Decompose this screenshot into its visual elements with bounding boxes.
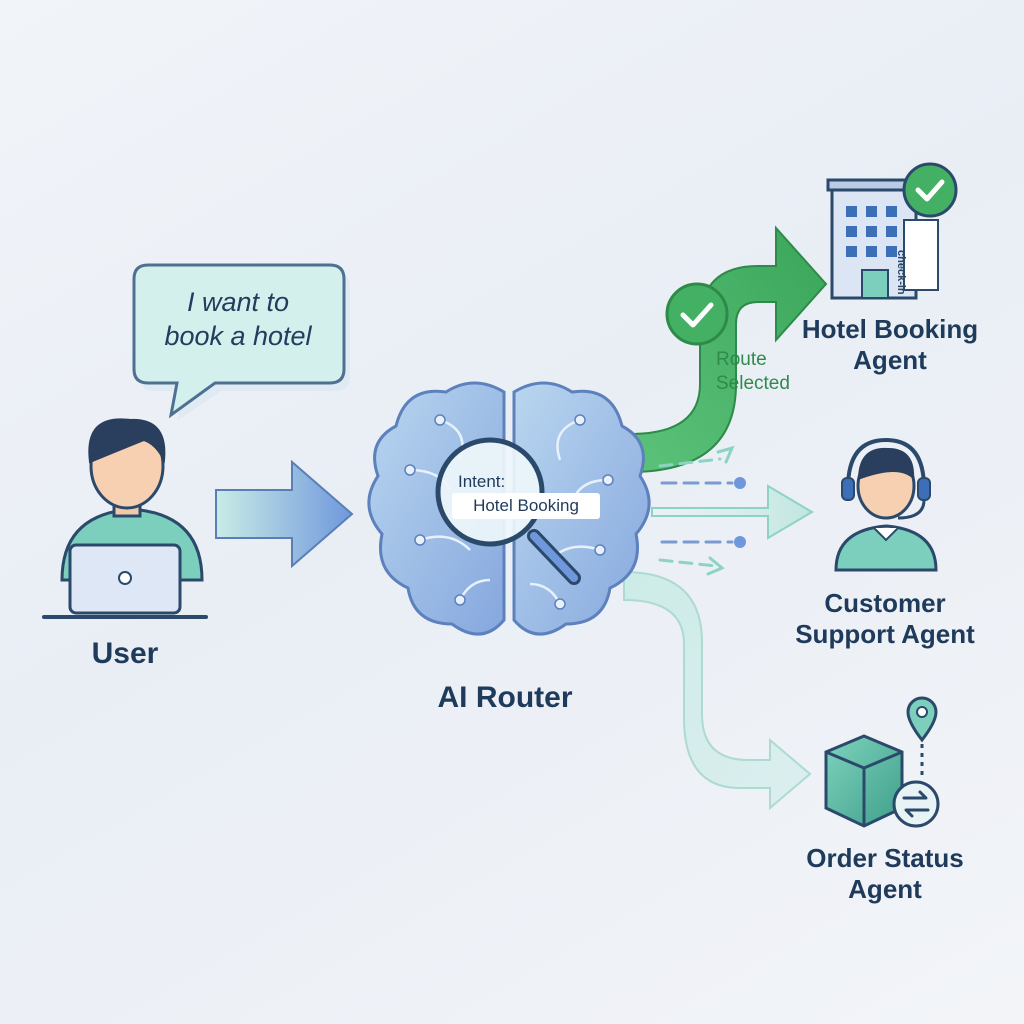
location-pin-icon <box>906 696 938 776</box>
hotel-agent-label: Hotel Booking Agent <box>801 314 979 375</box>
router-label: AI Router <box>437 681 573 714</box>
user-label: User <box>91 637 159 670</box>
order-agent-label: Order Status Agent <box>806 843 964 904</box>
arrow-user-to-router <box>215 459 354 569</box>
support-agent-label: Customer Support Agent <box>795 588 975 649</box>
route-selected-label: Route Selected <box>716 349 790 394</box>
hotel-building-icon <box>826 162 958 300</box>
speech-bubble-icon <box>132 263 350 421</box>
check-icon <box>665 282 729 346</box>
intent-value: Hotel Booking <box>452 493 600 519</box>
package-box-icon <box>824 734 904 828</box>
routing-flow-lines <box>651 445 814 576</box>
selected-route-arrow <box>629 225 828 474</box>
route-arrow-order <box>623 570 812 811</box>
laptop-user-icon <box>42 418 208 619</box>
swap-arrows-icon <box>892 780 940 828</box>
intent-title: Intent: <box>458 472 506 491</box>
speech-bubble-text: I want to book a hotel <box>164 287 312 351</box>
headset-agent-icon <box>834 437 938 572</box>
checkin-sign: check-in <box>895 250 907 295</box>
